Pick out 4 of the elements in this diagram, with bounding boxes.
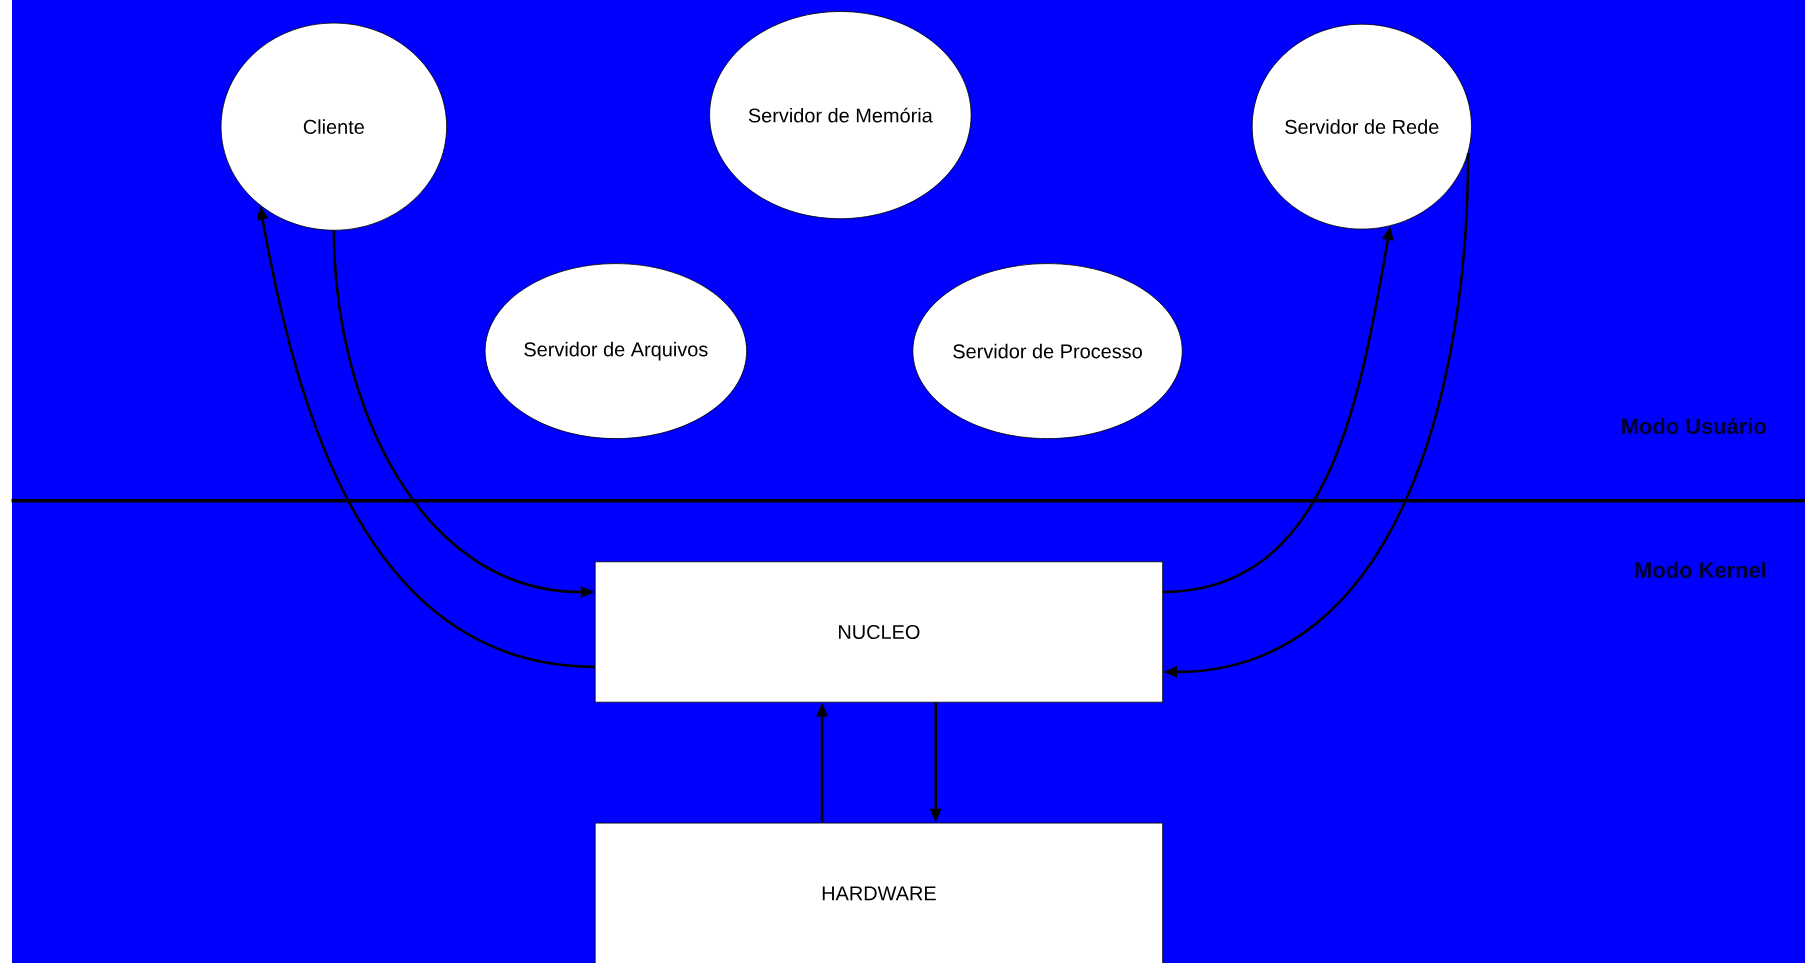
mode-label: Modo Kernel	[1635, 561, 1766, 578]
kernel-box: NUCLEO	[594, 561, 1164, 703]
mode-label: Modo Usuário	[1622, 417, 1766, 435]
hardware-box: HARDWARE	[594, 822, 1164, 963]
